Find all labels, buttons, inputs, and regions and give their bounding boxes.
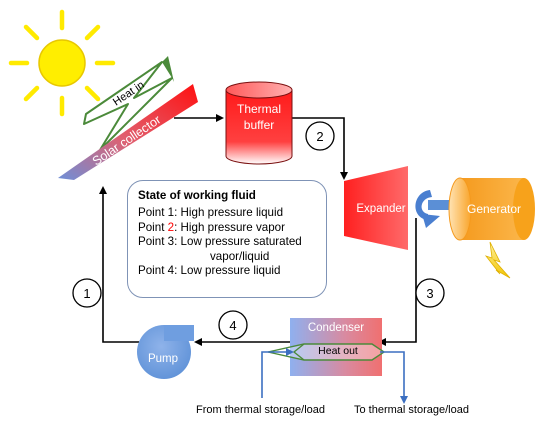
to-storage-caption: To thermal storage/load bbox=[354, 404, 469, 416]
solar-collector bbox=[58, 84, 198, 180]
point-marker-3: 3 bbox=[415, 278, 445, 308]
thermal-buffer-tank bbox=[225, 81, 293, 165]
legend-line-continuation: vapor/liquid bbox=[210, 249, 270, 263]
expander bbox=[344, 166, 408, 250]
pump bbox=[137, 325, 194, 379]
point-number: 4 bbox=[229, 318, 236, 333]
pump-label: Pump bbox=[148, 353, 178, 365]
generator-label: Generator bbox=[467, 202, 521, 216]
condenser bbox=[290, 318, 382, 376]
heat-in-arrow-icon bbox=[83, 56, 174, 151]
point-number: 1 bbox=[83, 286, 90, 301]
thermal-buffer-label-1: Thermal bbox=[237, 102, 281, 116]
expander-label: Expander bbox=[356, 203, 405, 215]
legend-line: Point 3: Low pressure saturated bbox=[138, 235, 302, 249]
condenser-label: Condenser bbox=[308, 322, 364, 334]
from-storage-caption: From thermal storage/load bbox=[196, 404, 325, 416]
generator bbox=[448, 177, 535, 241]
rotation-arrow-icon bbox=[415, 190, 454, 228]
legend-title: State of working fluid bbox=[138, 189, 256, 202]
lightning-icon bbox=[484, 241, 511, 279]
point-number: 3 bbox=[426, 286, 433, 301]
working-fluid-legend: State of working fluid Point 1: High pre… bbox=[127, 180, 327, 298]
point-marker-1: 1 bbox=[72, 278, 102, 308]
point-marker-2: 2 bbox=[305, 121, 335, 151]
legend-line: Point 1: High pressure liquid bbox=[138, 206, 284, 219]
thermal-buffer-label-2: buffer bbox=[244, 118, 274, 132]
heat-out-label: Heat out bbox=[318, 345, 358, 357]
thermal-storage-pipes bbox=[261, 348, 408, 404]
point-marker-4: 4 bbox=[218, 310, 248, 340]
sun-icon bbox=[8, 9, 116, 117]
point-number: 2 bbox=[316, 129, 323, 144]
legend-line: Point 4: Low pressure liquid bbox=[138, 264, 281, 278]
cycle-pipes bbox=[99, 114, 417, 346]
legend-line: Point 2: High pressure vapor bbox=[138, 220, 285, 234]
